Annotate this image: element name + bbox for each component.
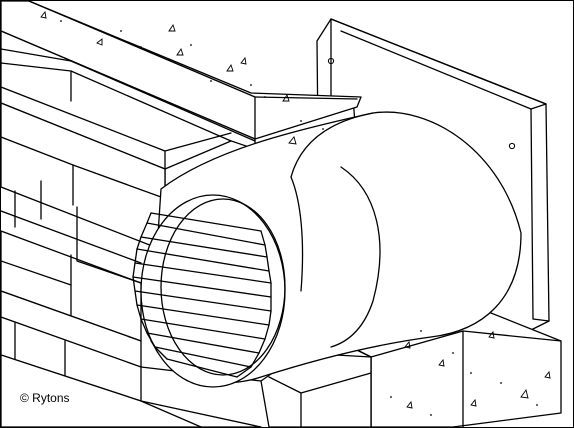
screw-hole	[508, 142, 516, 150]
louvre-grille	[132, 194, 286, 388]
concrete-texture	[40, 10, 551, 416]
copyright-label: © Rytons	[18, 391, 72, 405]
screw-hole	[327, 57, 335, 65]
